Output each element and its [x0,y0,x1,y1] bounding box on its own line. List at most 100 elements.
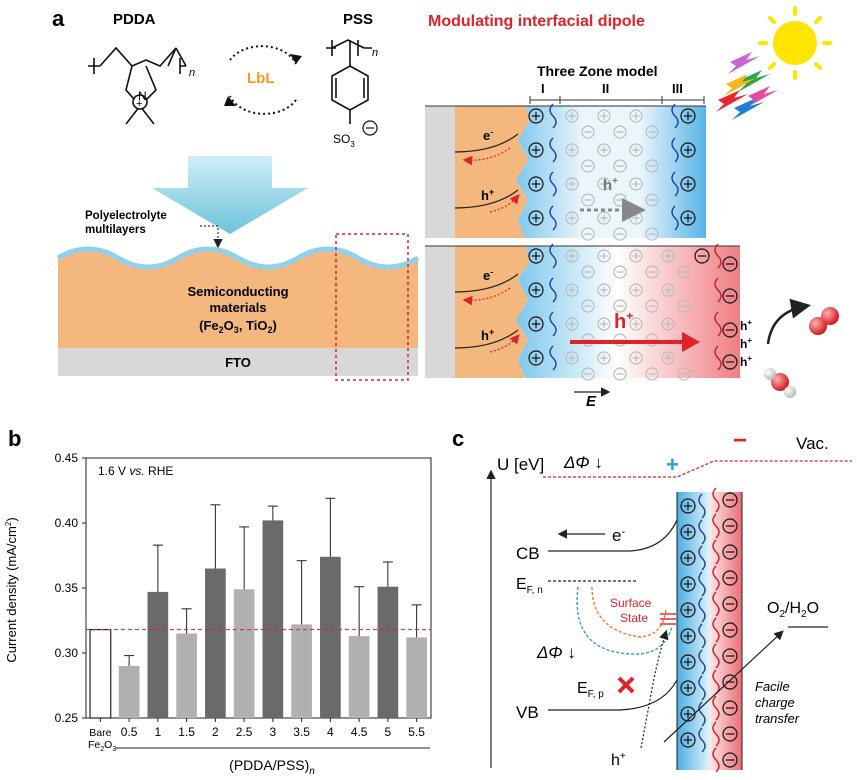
surface-label-1: Surface [610,596,652,610]
pdda-structure [88,46,187,125]
minus-charge [722,622,738,638]
polymer-chain [712,695,720,721]
transfer-arrow [663,630,784,743]
faint-plus-charge [661,249,675,263]
down-arrow [152,156,308,234]
surface-label-2: State [620,611,648,625]
faint-minus-charge [645,265,659,279]
zone-iii: III [672,81,683,96]
pdda-nitrogen: N [138,89,147,103]
bar [233,589,255,718]
y-tick-label: 0.45 [55,451,79,465]
facile-label-2: charge [755,695,795,710]
zone-diagram-bottom [425,245,740,378]
polymer-chain [549,345,557,371]
minus-charge [722,256,738,272]
y-tick-label: 0.30 [55,646,79,660]
faint-plus-charge [565,143,579,157]
orange-fermi-curve [591,586,667,638]
polymer-chain [714,345,722,371]
bottom-charges [528,243,738,381]
top-h-curve [454,189,519,209]
minus-charge [722,648,738,664]
fto-layer [58,348,418,376]
minus-charge [722,518,738,534]
minus-charge [722,596,738,612]
y-axis-label: Current density (mA/cm2) [4,517,19,662]
water-molecule-icon [764,368,796,398]
polymer-chain [698,701,706,727]
bar [406,637,427,718]
polymer-chain [549,205,557,231]
lbl-cycle [224,45,302,115]
x-tick-label: 2 [212,725,219,739]
panel-a-label: a [52,6,65,31]
multilayers-pointer [200,225,223,249]
polymer-chain [712,487,720,513]
faint-minus-charge [613,159,627,173]
pdda-plus: + [136,98,142,110]
fto-label: FTO [225,355,251,370]
plus-charge [680,550,696,566]
pdda-n: n [189,67,195,79]
faint-plus-charge [661,283,675,297]
faint-plus-charge [565,283,579,297]
faint-plus-charge [565,351,579,365]
faint-minus-charge [581,227,595,241]
polymer-chain [671,205,679,231]
bar [320,556,341,718]
bot-e-label: e- [483,267,493,283]
polymer-chain [549,277,557,303]
pss-structure [326,39,372,124]
cb-label: CB [516,544,540,563]
cb-band [548,519,678,552]
zone-i: I [541,81,545,96]
faint-minus-charge [581,299,595,313]
bot-hplus-label: h+ [614,309,633,333]
multilayers-label-2: multilayers [85,224,146,236]
faint-minus-charge [645,299,659,313]
faint-plus-charge [629,177,643,191]
faint-plus-charge [565,177,579,191]
delta-phi-bottom: ΔΦ ↓ [536,643,576,662]
minus-charge [722,674,738,690]
plus-charge [680,602,696,618]
faint-plus-charge [629,109,643,123]
polymer-chain [698,623,706,649]
minus-charge [722,570,738,586]
x-tick-label: 5.5 [408,725,425,739]
panel-c-label: c [452,426,464,451]
faint-plus-charge [597,283,611,297]
x-tick-label: 3 [270,725,277,739]
x-tick-label: 2.5 [236,725,253,739]
field-label: E [586,393,597,410]
plus-charge [680,654,696,670]
polyelectrolyte-wave [56,246,420,270]
faint-plus-charge [661,317,675,331]
plus-charge [680,680,696,696]
plus-charge [680,498,696,514]
faint-minus-charge [613,265,627,279]
blue-fermi-curve [576,586,673,655]
polymer-chain [712,643,720,669]
semi-label-1: Semiconducting [187,284,288,299]
polymer-chain [698,519,706,545]
bot-h-curve [454,329,519,349]
faint-plus-charge [565,249,579,263]
zone-ii: II [602,81,609,96]
faint-minus-charge [645,367,659,381]
plus-charge [680,524,696,540]
plus-charge [528,142,544,158]
plus-charge [680,732,696,748]
minus-charge [722,354,738,370]
faint-minus-charge [677,299,691,313]
vb-band [548,679,678,711]
plus-charge [680,210,696,226]
top-e-label: e- [483,127,493,143]
faint-plus-charge [565,109,579,123]
plus-charge [680,108,696,124]
hole-label: h+ [611,751,626,769]
y-tick-label: 0.40 [55,516,79,530]
three-zone-label: Three Zone model [537,63,658,79]
